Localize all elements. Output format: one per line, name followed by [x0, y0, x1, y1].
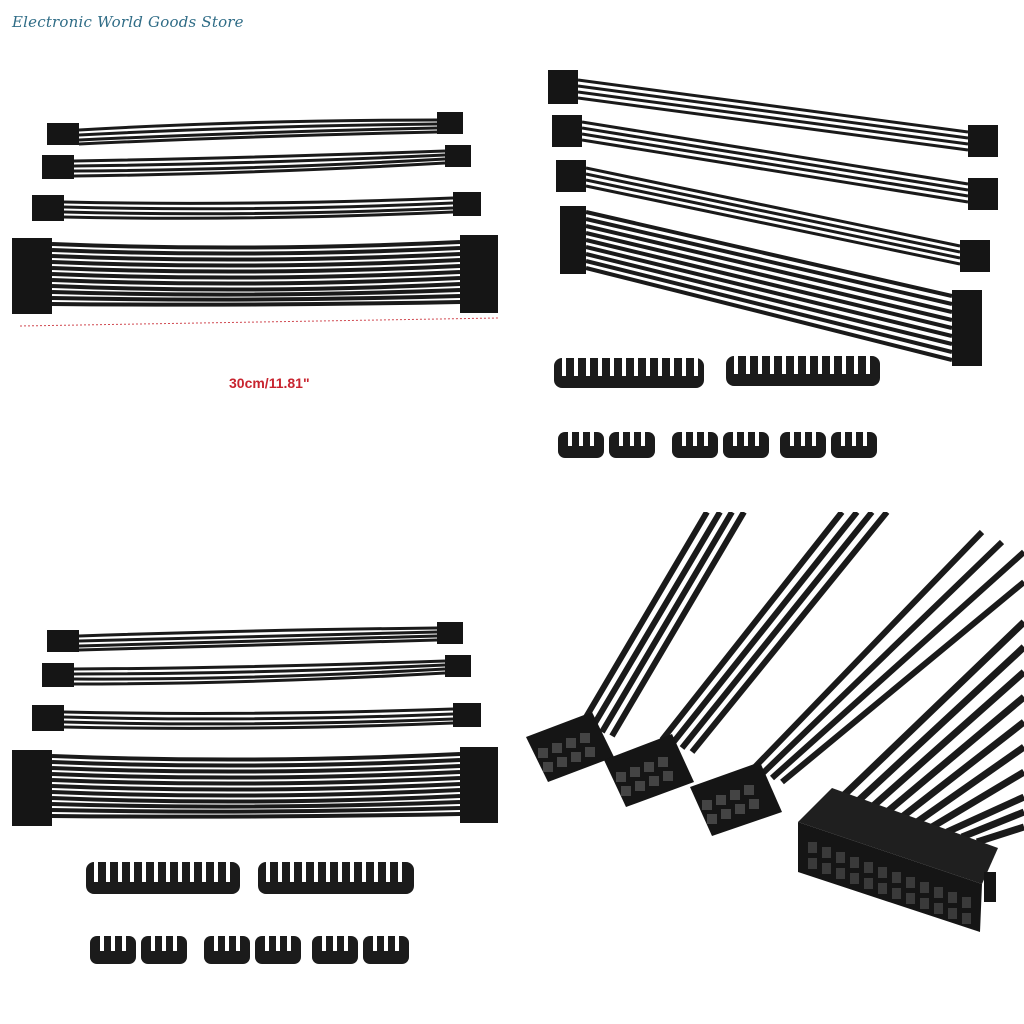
connector-8pin-1 — [526, 712, 614, 782]
cable-8pin-2 — [42, 145, 471, 179]
product-photo-connector-closeup — [512, 512, 1024, 1024]
connector-24pin — [798, 788, 998, 932]
connector-closeup-svg — [526, 512, 1024, 932]
wire-bundle-24pin — [839, 619, 1024, 846]
measurement-line — [19, 317, 499, 327]
store-watermark: Electronic World Goods Store — [12, 13, 244, 31]
cable-8pin-1 — [47, 112, 463, 146]
cable-straight-2 — [42, 655, 471, 687]
connector-8pin-2 — [604, 734, 694, 807]
wire-bundle-2 — [659, 512, 890, 754]
cable-straight-3 — [32, 703, 481, 731]
cable-comb-small-row-2 — [90, 936, 409, 964]
cables-with-length-svg — [12, 112, 499, 327]
connector-8pin-3 — [690, 762, 782, 836]
wire-bundle-3 — [749, 529, 1024, 785]
cable-8pin-3 — [32, 192, 481, 221]
wire-bundle-1 — [579, 512, 747, 738]
cables-and-combs-svg — [548, 70, 998, 458]
cable-angled-1 — [548, 70, 998, 157]
cables-and-combs-straight-svg — [12, 622, 498, 964]
product-photo-cables-combs-straight — [0, 600, 512, 1000]
product-photo-cables-combs — [512, 60, 1024, 480]
product-photo-cables-measured: 30cm/11.81" — [0, 40, 512, 440]
cable-straight-1 — [47, 622, 463, 652]
cable-24pin — [12, 235, 498, 314]
cable-comb-24-2 — [726, 356, 880, 386]
cable-comb-24-1 — [554, 358, 704, 388]
cable-angled-3 — [556, 160, 990, 272]
length-label: 30cm/11.81" — [229, 375, 310, 391]
cable-angled-24pin — [560, 206, 982, 366]
cable-comb-small-row — [558, 432, 877, 458]
cable-angled-2 — [552, 115, 998, 210]
cable-comb-24-4 — [258, 862, 414, 894]
cable-straight-24pin — [12, 747, 498, 826]
cable-comb-24-3 — [86, 862, 240, 894]
